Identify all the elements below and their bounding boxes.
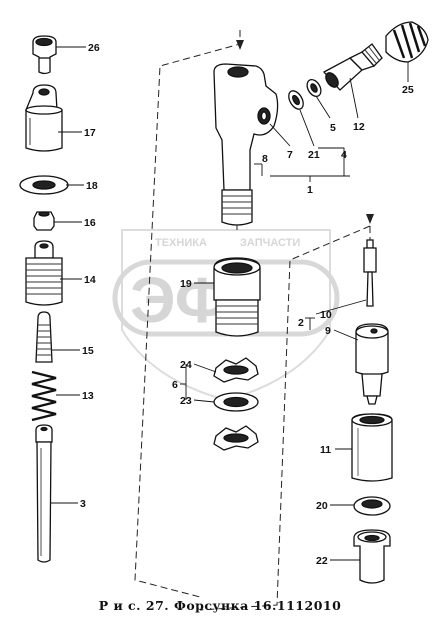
callout-14: 14 [84, 274, 96, 286]
part-24-star-washer-lower [213, 425, 259, 451]
callout-5: 5 [330, 122, 336, 134]
part-9-sprayer [355, 323, 389, 405]
callout-9: 9 [325, 325, 331, 337]
callout-15: 15 [82, 345, 94, 357]
callout-23: 23 [180, 395, 192, 407]
callout-20: 20 [316, 500, 328, 512]
part-5-washer [306, 78, 322, 98]
part-12-fitting [322, 43, 383, 91]
callout-22: 22 [316, 555, 328, 567]
callout-12: 12 [353, 121, 365, 133]
part-21-washer [288, 90, 304, 110]
part-26-cap [32, 35, 57, 75]
part-11-nut [351, 413, 393, 482]
part-14-spring-seat [25, 240, 63, 306]
part-3-push-rod [35, 424, 53, 563]
callout-4: 4 [341, 149, 347, 161]
callout-6: 6 [172, 379, 178, 391]
callout-26: 26 [88, 42, 100, 54]
part-13-spring [31, 370, 57, 422]
part-16-nut [33, 211, 55, 231]
part-18-washer [19, 175, 69, 195]
part-19-nut [213, 257, 261, 337]
part-20-washer [353, 496, 391, 516]
watermark-logo: ЭФ [130, 264, 229, 336]
callout-11: 11 [320, 444, 331, 456]
callout-17: 17 [84, 127, 96, 139]
callout-13: 13 [82, 390, 94, 402]
callout-1: 1 [307, 184, 313, 196]
callout-2: 2 [298, 317, 304, 329]
leader-lines [50, 46, 409, 561]
part-25-cap [385, 21, 429, 63]
part-22-cap [353, 529, 391, 584]
caption-prefix: Р и с. 27. [98, 598, 170, 613]
arrowheads [236, 40, 374, 224]
caption-title: Форсунка 16.1112010 [173, 598, 342, 613]
part-8-body [213, 63, 279, 226]
callout-24: 24 [180, 359, 192, 371]
callout-3: 3 [80, 498, 86, 510]
figure-caption: Р и с. 27. Форсунка 16.1112010 [0, 598, 440, 613]
part-15-screw [35, 311, 53, 363]
part-17-sleeve [25, 84, 63, 152]
callout-18: 18 [86, 180, 98, 192]
watermark-text-2: ЗАПЧАСТИ [240, 237, 300, 249]
callout-labels: 26 17 18 16 14 15 13 3 25 12 5 21 7 8 4 … [80, 42, 414, 567]
part-10-needle [363, 239, 377, 307]
callout-7: 7 [287, 149, 293, 161]
callout-8: 8 [262, 153, 268, 165]
callout-16: 16 [84, 217, 96, 229]
callout-25: 25 [402, 84, 414, 96]
part-23-washer [213, 392, 259, 412]
part-24-star-washer [213, 357, 259, 383]
callout-10: 10 [320, 309, 332, 321]
watermark-text-1: ТЕХНИКА [155, 237, 207, 249]
callout-19: 19 [180, 278, 192, 290]
callout-21: 21 [308, 149, 320, 161]
